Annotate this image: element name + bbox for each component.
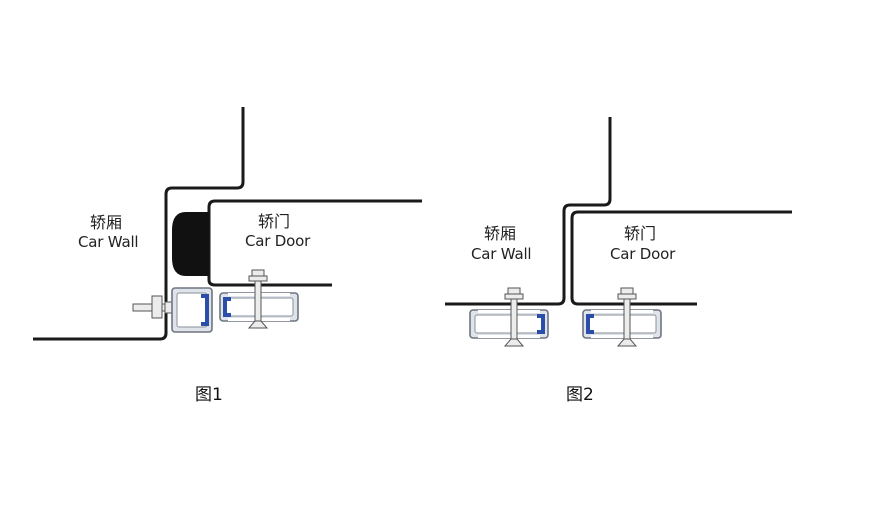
wall-profile-2 [468,308,550,340]
car-door-outline-1 [207,199,422,287]
door-profile-2 [581,308,663,340]
fig1-car-wall-en: Car Wall [78,233,139,251]
car-wall-outline-1 [33,107,245,341]
rubber-bumper [172,212,209,276]
car-wall-outline-2 [445,117,612,306]
fig2-car-door-zh: 轿门 [624,224,657,243]
fig1-car-door-en: Car Door [245,232,311,250]
fig2-car-wall-en: Car Wall [471,245,532,263]
wall-fixing-bolt [132,295,176,319]
car-door-outline-2 [570,210,792,306]
fig1-car-wall-zh: 轿厢 [90,213,123,232]
wall-profile-1 [171,287,213,333]
fig2-car-wall-zh: 轿厢 [484,224,517,243]
fig1-caption: 图1 [195,385,223,405]
fig2-car-door-en: Car Door [610,245,676,263]
fig2-caption: 图2 [566,385,594,405]
figure-2 [445,117,792,347]
fig1-car-door-zh: 轿门 [258,212,291,231]
figure-1 [33,107,422,341]
